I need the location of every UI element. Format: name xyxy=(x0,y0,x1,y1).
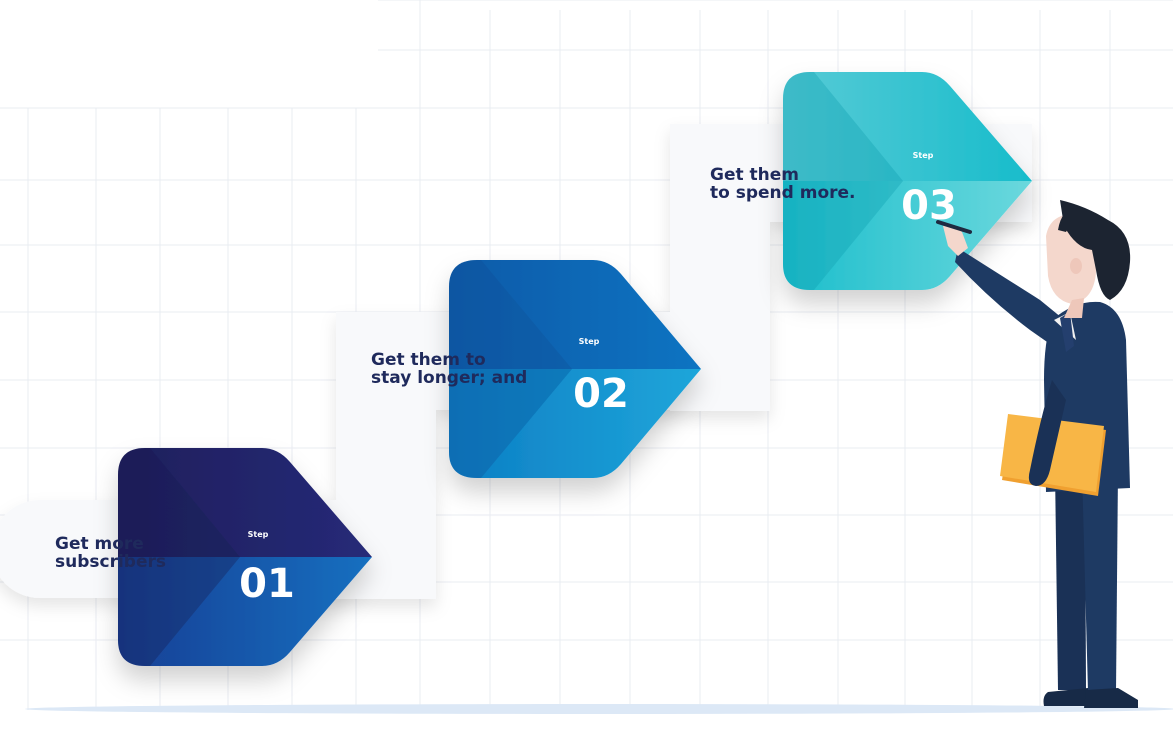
step-3-text-line2: to spend more. xyxy=(710,183,856,203)
step-2-number: 02 xyxy=(573,371,629,417)
step-1-text-line1: Get more xyxy=(55,534,144,554)
businessman-writing-icon xyxy=(936,200,1138,708)
step-1-number: 01 xyxy=(239,561,295,607)
step-3-text-line1: Get them xyxy=(710,165,799,185)
step-1-chevron xyxy=(118,448,372,666)
step-2-label: Step xyxy=(579,337,600,346)
step-1-label: Step xyxy=(248,530,269,539)
step-2-text-line1: Get them to xyxy=(371,350,486,370)
step-2-chevron xyxy=(449,260,701,478)
floor-line xyxy=(25,704,1173,714)
step-3-label: Step xyxy=(913,151,934,160)
step-3-chevron xyxy=(783,72,1032,290)
step-3-number: 03 xyxy=(901,183,957,229)
step-2-text-line2: stay longer; and xyxy=(371,368,527,388)
step-1-text-line2: subscribers xyxy=(55,552,166,572)
